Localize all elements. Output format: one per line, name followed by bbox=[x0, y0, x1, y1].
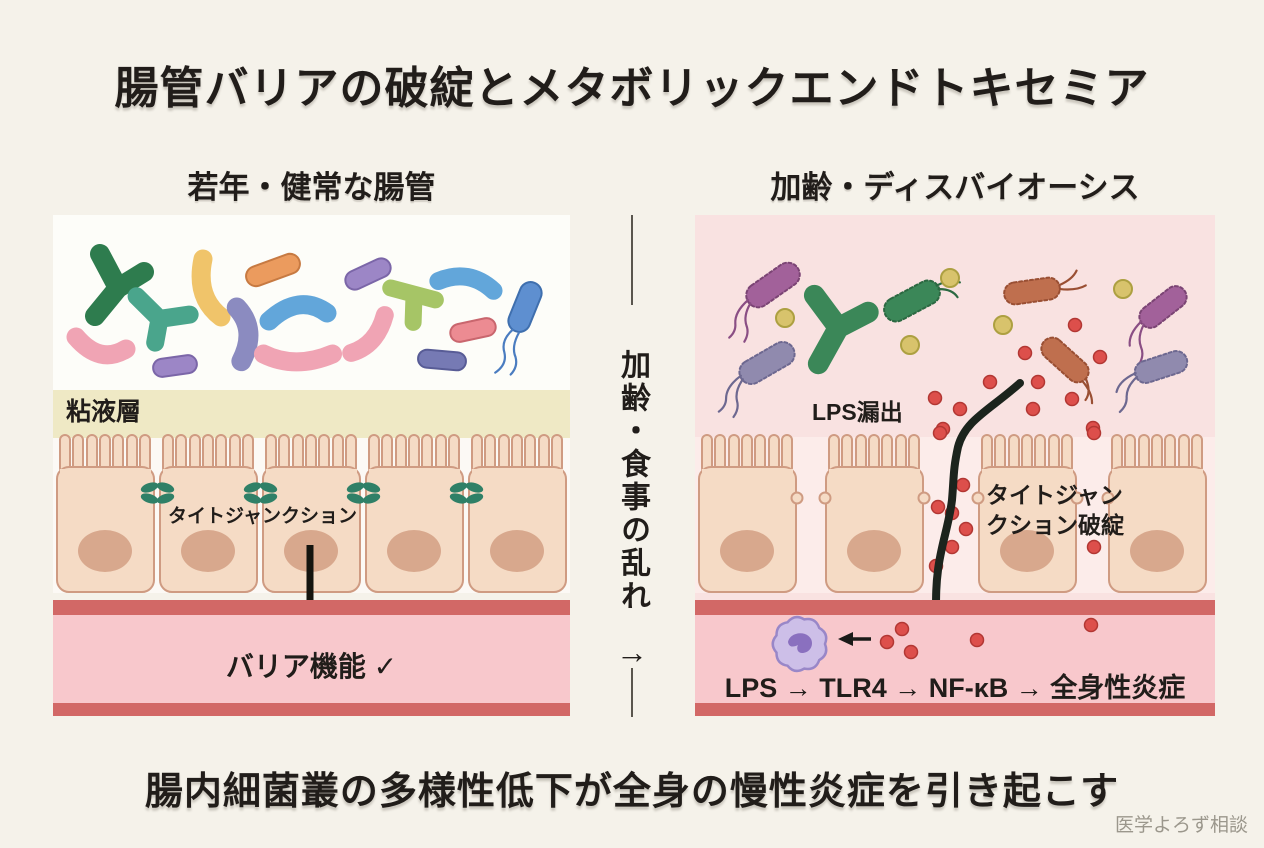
divider-line-bottom bbox=[631, 668, 633, 717]
pathogen-purple-rod-icon bbox=[728, 261, 801, 343]
pathogen-slate-rod-icon bbox=[1115, 350, 1189, 414]
bacterium-flagellate-blue-icon bbox=[494, 281, 543, 376]
tight-junction-break-label: タイトジャン クション破綻 bbox=[986, 480, 1124, 540]
bacterium-indigo-curve-icon bbox=[226, 297, 259, 372]
pathogen-purple-rod-icon bbox=[1128, 285, 1188, 365]
divider-line-top bbox=[631, 215, 633, 305]
mucus-layer bbox=[53, 390, 570, 438]
tight-junction-break-line2: クション破綻 bbox=[986, 512, 1124, 538]
bacterium-purple-rod-icon bbox=[344, 257, 392, 291]
pathogen-rust-rod-icon bbox=[1040, 336, 1094, 405]
mucus-layer-label: 粘液層 bbox=[66, 398, 142, 426]
left-panel-header: 若年・健常な腸管 bbox=[187, 170, 436, 205]
blood-vessel bbox=[53, 600, 570, 716]
pathogen-slate-rod-icon bbox=[717, 341, 796, 419]
dysbiosis-gut-illustration bbox=[695, 215, 1215, 716]
page-title: 腸管バリアの破綻とメタボリックエンドトキセミア bbox=[114, 64, 1150, 113]
right-arrow-icon: → bbox=[616, 634, 648, 670]
inflammation-cascade-label: LPS → TLR4 → NF-κB → 全身性炎症 bbox=[724, 673, 1186, 703]
watermark: 医学よろず相談 bbox=[1114, 815, 1248, 836]
bacterium-pink-curve-icon bbox=[253, 344, 343, 372]
bacterium-lightgreen-t-icon bbox=[382, 279, 444, 331]
tight-junction-break-line1: タイトジャン bbox=[986, 482, 1123, 508]
bacterium-slate-rod-icon bbox=[417, 348, 467, 372]
bacterium-teal-y-icon bbox=[127, 287, 199, 352]
bacterium-green-y-icon bbox=[85, 244, 154, 326]
bacterium-pink-curve-icon bbox=[342, 306, 394, 362]
bacterium-pink-curve-icon bbox=[66, 327, 136, 365]
left-arrow-icon bbox=[838, 632, 871, 646]
tight-junction-label: タイトジャンクション bbox=[168, 506, 358, 527]
bacterium-green-y-icon bbox=[803, 284, 879, 375]
bacterium-orange-rod-icon bbox=[245, 252, 301, 288]
macrophage-icon bbox=[771, 615, 828, 673]
bacterium-blue-curve-icon bbox=[259, 295, 337, 331]
right-panel-header: 加齢・ディスバイオーシス bbox=[770, 170, 1140, 205]
dysbiotic-flora bbox=[717, 261, 1189, 419]
healthy-gut-illustration bbox=[53, 215, 570, 716]
barrier-function-label: バリア機能 ✓ bbox=[225, 651, 398, 682]
bacterium-blue-curve-icon bbox=[429, 267, 503, 300]
bacterium-purple-rod-icon bbox=[152, 354, 198, 378]
lps-leak-label: LPS漏出 bbox=[812, 399, 903, 425]
divider-vertical-label: 加齢・食事の乱れ bbox=[616, 349, 649, 613]
footer-caption: 腸内細菌叢の多様性低下が全身の慢性炎症を引き起こす bbox=[144, 771, 1120, 813]
damaged-epithelial-cells bbox=[698, 434, 1207, 593]
bacterium-yellow-curve-icon bbox=[191, 249, 231, 327]
bacterium-salmon-rod-icon bbox=[449, 317, 497, 343]
diverse-gut-flora bbox=[66, 244, 543, 378]
pathogen-rust-rod-icon bbox=[1003, 269, 1087, 306]
